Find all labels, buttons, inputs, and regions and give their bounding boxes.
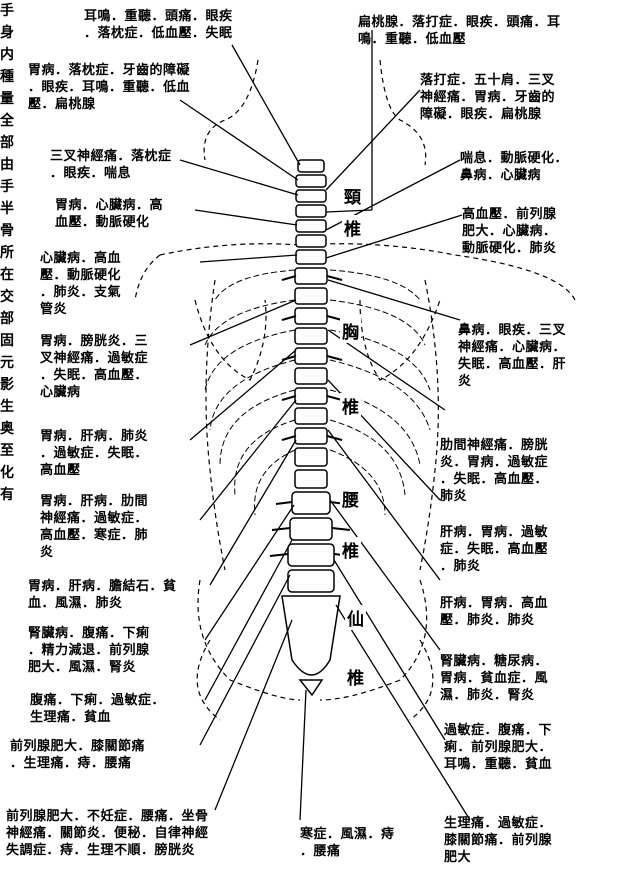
left-label-11: 腹痛．下痢．過敏症． 生理痛．貧血	[30, 692, 165, 726]
left-label-2: 胃病．落枕症．牙齒的障礙 ．眼疾．耳鳴．重聽．低血 壓．扁桃腺	[28, 62, 190, 113]
vertebrae	[282, 160, 340, 695]
region-cervical-1: 頸	[342, 183, 363, 208]
right-label-2: 落打症．五十肩．三叉 神經痛．胃病．牙齒的 障礙．眼疾．扁桃腺	[420, 72, 555, 123]
region-sacral-2: 椎	[345, 664, 366, 689]
left-label-7: 胃病．肝病．肺炎 ．過敏症．失眠． 高血壓	[40, 428, 148, 479]
left-label-6: 胃病．膀胱炎．三 叉神經痛．過敏症 ．失眠．高血壓． 心臟病	[40, 333, 148, 401]
right-label-7: 肝病．胃病．過敏 症．失眠．高血壓 ．肺炎	[440, 524, 548, 575]
right-label-11: 生理痛．過敏症． 膝關節痛．前列腺 肥大	[444, 815, 552, 866]
right-label-5: 鼻病．眼疾．三叉 神經痛．心臟病． 失眠．高血壓．肝 炎	[458, 322, 566, 390]
left-label-1: 耳鳴．重聽．頭痛．眼疾 ．落枕症．低血壓．失眠	[84, 8, 233, 42]
right-label-4: 高血壓．前列腺 肥大．心臟病． 動脈硬化．肺炎	[462, 206, 557, 257]
right-label-3: 喘息．動脈硬化． 鼻病．心臟病	[460, 150, 568, 184]
side-vertical-text: 手身内種量全部由手半骨所在交部 固元影生 奥 至 化 有	[0, 0, 16, 506]
left-label-4: 胃病．心臟病．高 血壓．動脈硬化	[55, 197, 163, 231]
right-label-1: 扁桃腺．落打症．眼疾．頭痛．耳 鳴．重聽．低血壓	[358, 14, 561, 48]
right-label-10: 過敏症．腹痛．下 痢．前列腺肥大． 耳鳴．重聽．貧血	[444, 722, 552, 773]
region-thoracic-2: 椎	[340, 393, 361, 418]
left-label-13: 前列腺肥大．不妊症．腰痛．坐骨 神經痛．關節炎．便秘．自律神經 失調症．痔．生理…	[6, 808, 209, 859]
left-label-5: 心臟病．高血 壓．動脈硬化 ．肺炎．支氣 管炎	[40, 250, 121, 318]
right-label-9: 腎臟病．糖尿病． 胃病．貧血症．風 濕．肺炎．腎炎	[440, 653, 548, 704]
left-label-3: 三叉神經痛．落枕症 ．眼疾．喘息	[50, 148, 172, 182]
region-cervical-2: 椎	[342, 215, 363, 240]
left-label-12: 前列腺肥大．膝關節痛 ．生理痛．痔．腰痛	[10, 738, 145, 772]
region-lumbar-2: 椎	[340, 537, 361, 562]
right-label-8: 肝病．胃病．高血 壓．肺炎．肺炎	[440, 595, 548, 629]
region-lumbar-1: 腰	[340, 486, 361, 511]
left-label-8: 胃病．肝病．肋間 神經痛．過敏症． 高血壓．寒症．肺 炎	[40, 493, 148, 561]
left-label-10: 腎臟病．腹痛．下痢 ．精力減退．前列腺 肥大．風濕．腎炎	[28, 625, 150, 676]
left-label-9: 胃病．肝病．膽結石．貧 血．風濕．肺炎	[28, 578, 177, 612]
bottom-center-label: 寒症．風濕．痔 ．腰痛	[300, 826, 395, 860]
region-sacral-1: 仙	[345, 605, 366, 630]
region-thoracic-1: 胸	[340, 318, 361, 343]
right-label-6: 肋間神經痛．膀胱 炎．胃病．過敏症 ．失眠．高血壓． 肺炎	[440, 437, 548, 505]
